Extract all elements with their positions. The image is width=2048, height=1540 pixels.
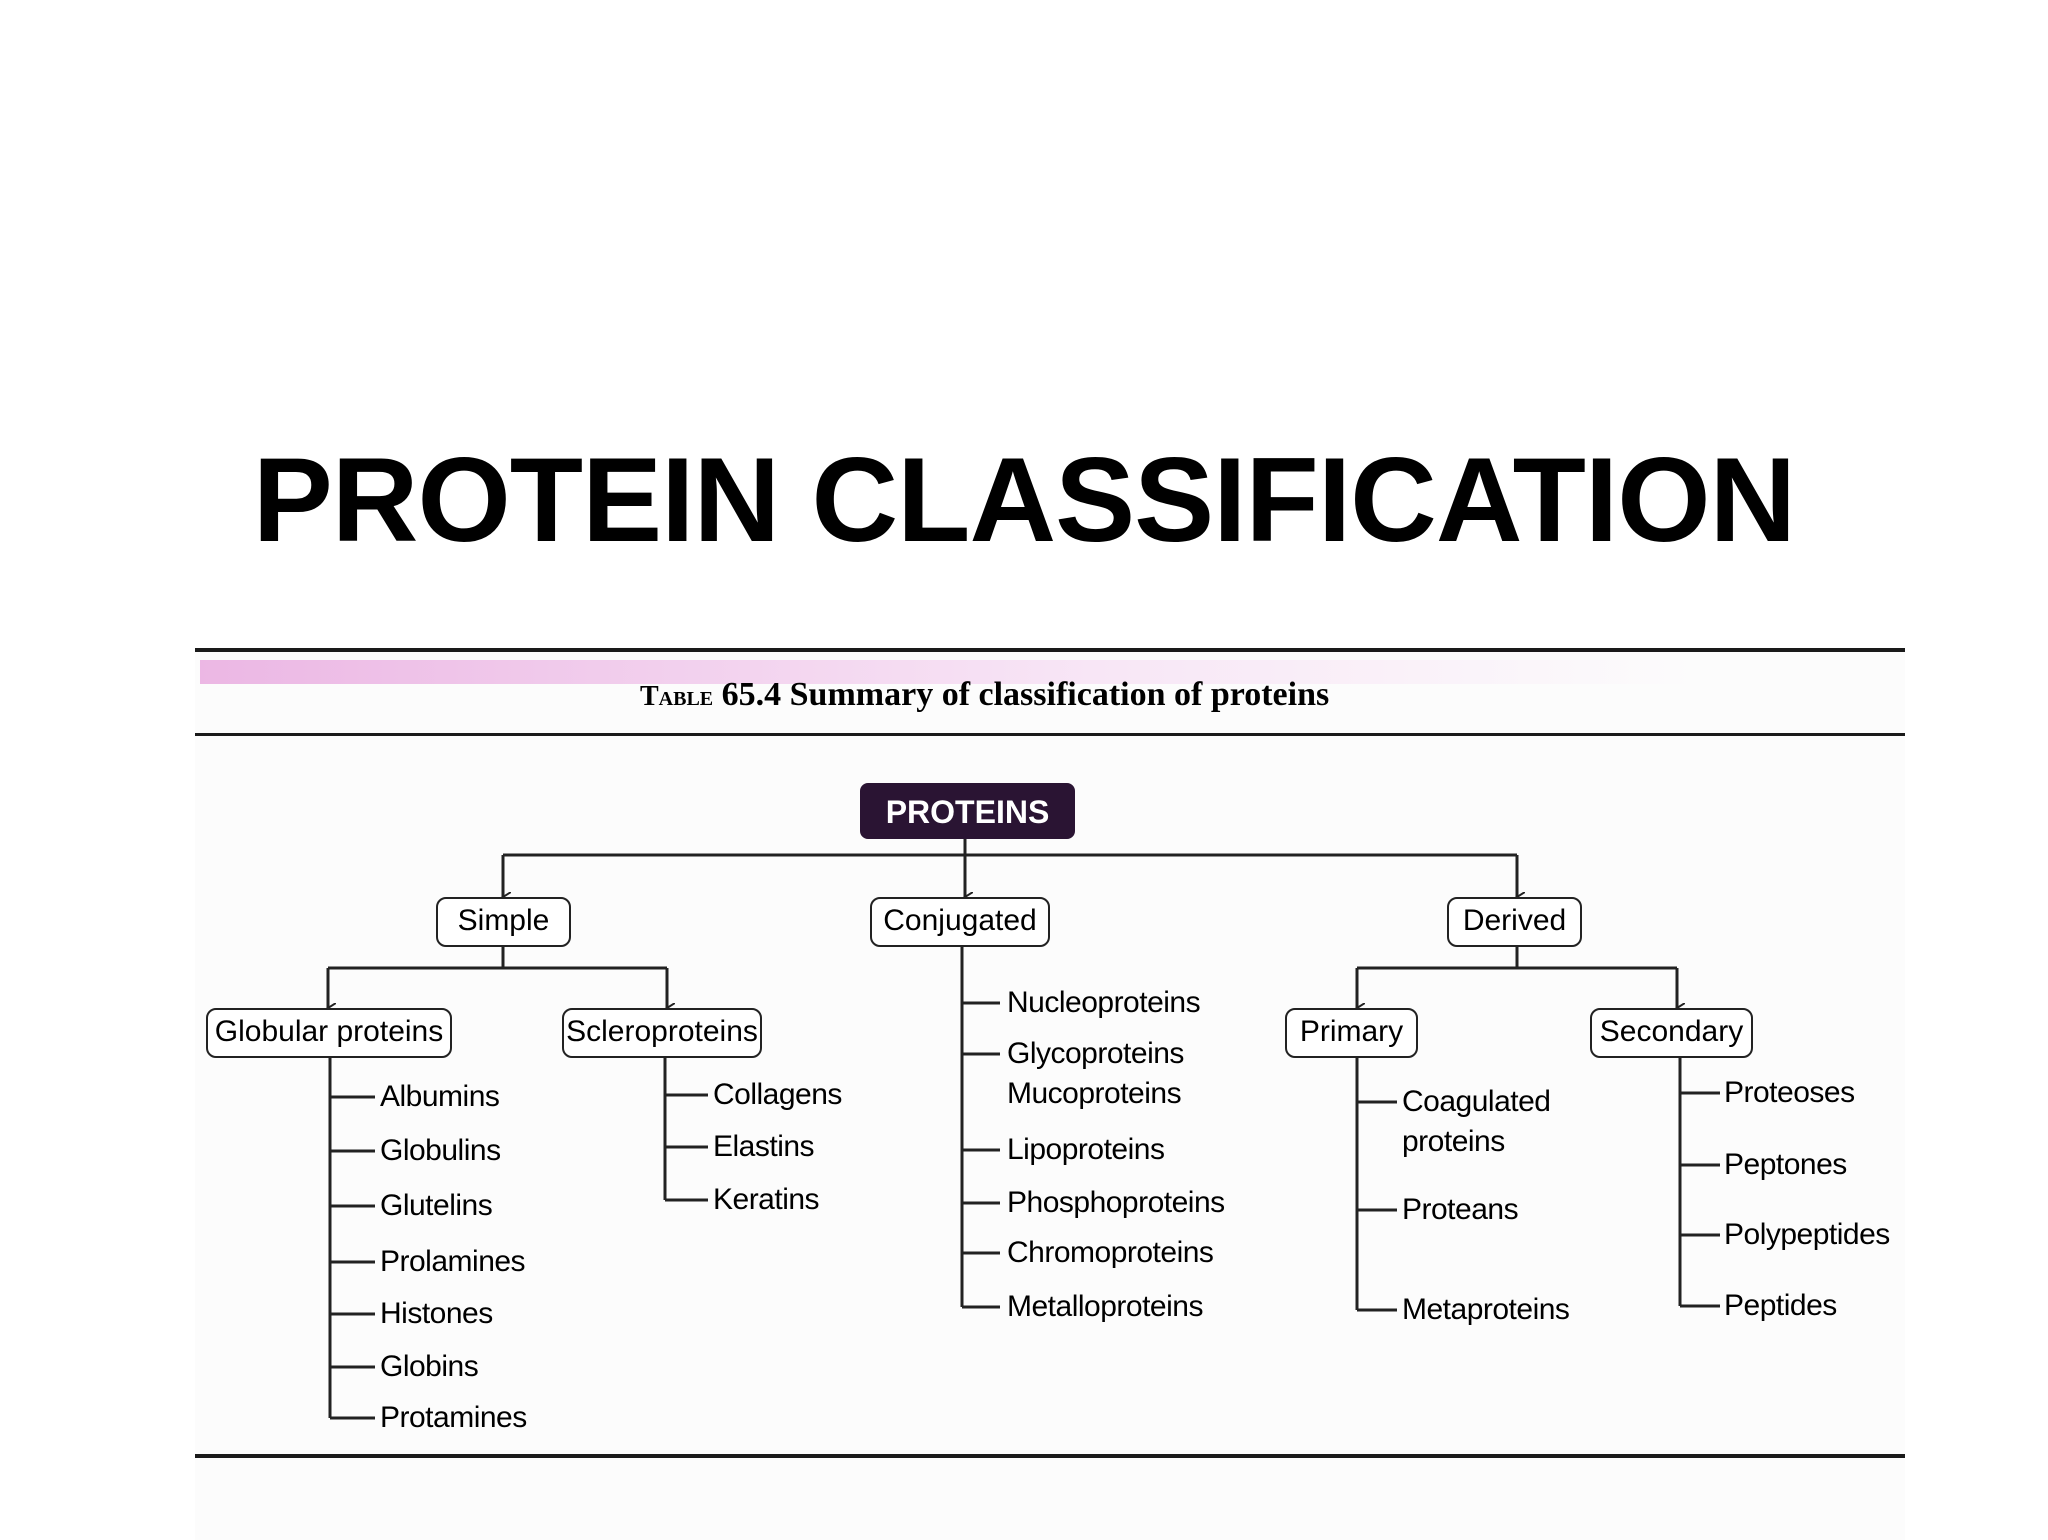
node-primary: Primary [1285,1008,1418,1058]
leaf-nucleoproteins: Nucleoproteins [1007,986,1201,1019]
leaf-polypeptides: Polypeptides [1724,1218,1890,1251]
node-globular-proteins: Globular proteins [206,1008,452,1058]
node-proteins: PROTEINS [860,783,1075,839]
leaf-metalloproteins: Metalloproteins [1007,1290,1203,1323]
table-caption-lead: Table [640,681,714,712]
leaf-prolamines: Prolamines [380,1245,526,1278]
node-secondary: Secondary [1590,1008,1753,1058]
leaf-peptides: Peptides [1724,1289,1837,1322]
leaf-keratins: Keratins [713,1183,820,1216]
leaf-lipoproteins: Lipoproteins [1007,1133,1165,1166]
node-simple: Simple [436,897,571,947]
table-top-rule [195,648,1905,652]
leaf-metaproteins: Metaproteins [1402,1293,1570,1326]
leaf-elastins: Elastins [713,1130,815,1163]
leaf-proteans: Proteans [1402,1193,1519,1226]
leaf-albumins: Albumins [380,1080,500,1113]
table-caption-rule [195,733,1905,736]
leaf-coagulated-proteins: proteins [1402,1125,1505,1158]
node-scleroproteins: Scleroproteins [562,1008,762,1058]
leaf-glycoproteins: Glycoproteins [1007,1037,1184,1070]
slide-title: PROTEIN CLASSIFICATION [252,433,1796,567]
leaf-glutelins: Glutelins [380,1189,493,1222]
leaf-mucoproteins: Mucoproteins [1007,1077,1182,1110]
leaf-proteoses: Proteoses [1724,1076,1855,1109]
leaf-phosphoproteins: Phosphoproteins [1007,1186,1225,1219]
highlight-band [200,660,1700,684]
node-derived: Derived [1447,897,1582,947]
table-caption: Table 65.4 Summary of classification of … [640,676,1329,714]
leaf-globins: Globins [380,1350,479,1383]
table-bottom-rule [195,1454,1905,1458]
table-caption-text: 65.4 Summary of classification of protei… [721,676,1330,713]
leaf-peptones: Peptones [1724,1148,1847,1181]
leaf-histones: Histones [380,1297,493,1330]
leaf-protamines: Protamines [380,1401,527,1434]
node-conjugated: Conjugated [870,897,1050,947]
leaf-chromoproteins: Chromoproteins [1007,1236,1214,1269]
leaf-globulins: Globulins [380,1134,501,1167]
leaf-collagens: Collagens [713,1078,842,1111]
leaf-coagulated: Coagulated [1402,1085,1551,1118]
